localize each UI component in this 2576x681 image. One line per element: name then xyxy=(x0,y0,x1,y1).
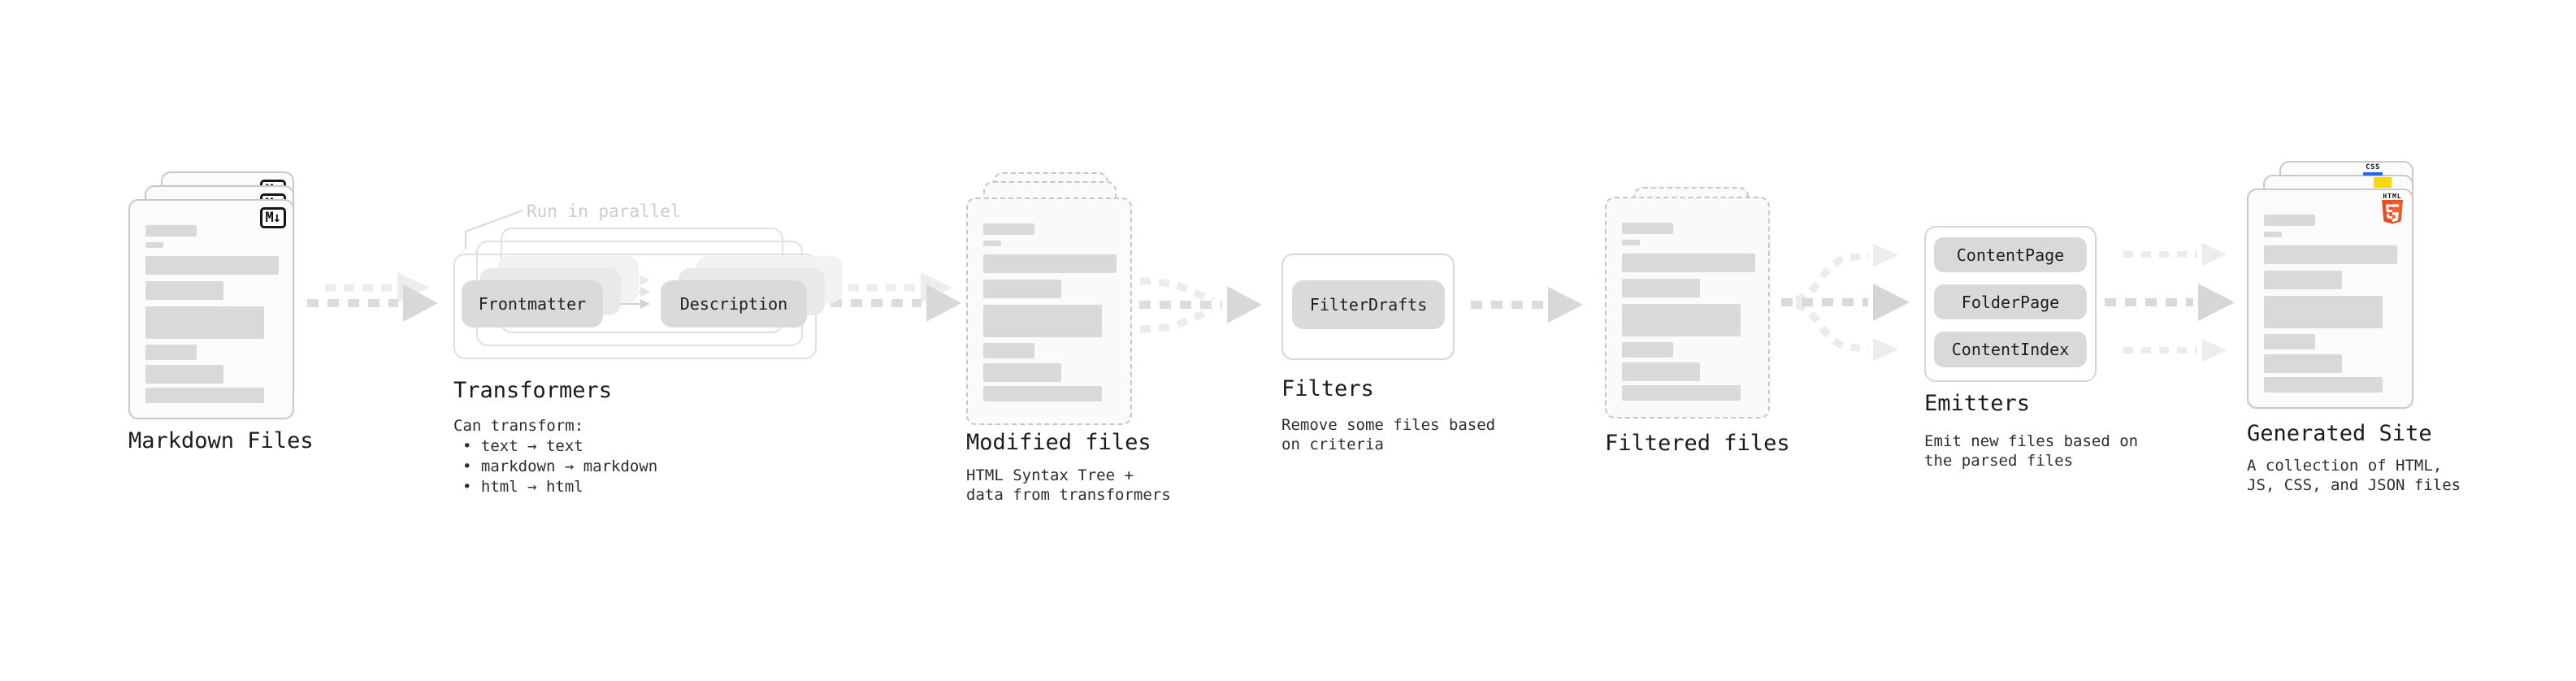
css-icon-bar xyxy=(2363,172,2383,176)
text-line-placeholder xyxy=(983,280,1061,298)
text-line-placeholder xyxy=(1622,385,1741,401)
emitters-label: Emitters xyxy=(1924,391,2031,416)
text-line-placeholder xyxy=(2264,271,2342,289)
text-line-placeholder xyxy=(1622,304,1741,336)
modified-files-description: HTML Syntax Tree + data from transformer… xyxy=(966,466,1171,505)
css-icon: CSS xyxy=(2363,164,2383,176)
modified-files-description-line: HTML Syntax Tree + xyxy=(966,466,1134,484)
text-line-placeholder xyxy=(2264,354,2342,373)
emitters-description: Emit new files based on the parsed files xyxy=(1924,432,2138,471)
filterdrafts-pill: FilterDrafts xyxy=(1292,280,1445,329)
modified-file-card-front xyxy=(966,197,1132,425)
contentindex-pill: ContentIndex xyxy=(1934,332,2087,367)
arrow-filters-to-filtered xyxy=(1471,287,1583,323)
text-line-placeholder xyxy=(983,254,1117,273)
text-line-placeholder xyxy=(1622,342,1673,358)
css-icon-text: CSS xyxy=(2366,163,2380,171)
text-line-placeholder xyxy=(145,345,197,360)
markdown-file-card-front: M↓ xyxy=(128,199,294,419)
transformers-label: Transformers xyxy=(453,378,613,403)
text-line-placeholder xyxy=(1622,240,1640,245)
text-line-placeholder xyxy=(145,281,223,300)
contentpage-pill: ContentPage xyxy=(1934,237,2087,272)
text-line-placeholder xyxy=(145,256,279,275)
text-line-placeholder xyxy=(2264,215,2315,226)
html5-icon-text: HTML xyxy=(2383,193,2402,200)
text-line-placeholder xyxy=(2264,377,2383,393)
text-line-placeholder xyxy=(983,223,1034,235)
note-connector-line xyxy=(465,210,523,249)
text-line-placeholder xyxy=(1622,254,1755,272)
frontmatter-pill: Frontmatter xyxy=(462,280,603,327)
generated-site-description-line: A collection of HTML, xyxy=(2247,457,2443,475)
description-pill: Description xyxy=(661,280,807,327)
text-line-placeholder xyxy=(145,306,264,339)
arrow-modified-to-filters xyxy=(1139,277,1262,333)
transform-bullet: • text → text xyxy=(462,437,583,455)
html5-shield xyxy=(2382,200,2403,224)
text-line-placeholder xyxy=(1622,279,1700,297)
modified-files-description-line: data from transformers xyxy=(966,486,1171,504)
transformers-description: Can transform: • text → text • markdown … xyxy=(453,416,657,497)
text-line-placeholder xyxy=(983,386,1102,401)
generated-site-description: A collection of HTML, JS, CSS, and JSON … xyxy=(2247,456,2461,495)
generated-site-label: Generated Site xyxy=(2247,421,2432,446)
text-line-placeholder xyxy=(983,343,1034,358)
text-line-placeholder xyxy=(145,225,197,236)
filtered-file-card-front xyxy=(1605,197,1770,419)
text-line-placeholder xyxy=(983,305,1102,337)
modified-files-label: Modified files xyxy=(966,430,1151,455)
generated-file-card-front: HTML xyxy=(2247,189,2413,409)
filters-description-line: Remove some files based xyxy=(1281,416,1496,434)
text-line-placeholder xyxy=(983,363,1061,382)
generated-site-description-line: JS, CSS, and JSON files xyxy=(2247,476,2461,494)
arrow-markdown-to-transformers xyxy=(307,272,438,322)
run-in-parallel-note: Run in parallel xyxy=(527,202,681,221)
text-line-placeholder xyxy=(145,388,264,403)
emitters-description-line: the parsed files xyxy=(1924,452,2074,470)
text-line-placeholder xyxy=(2264,232,2282,237)
transform-bullet: • html → html xyxy=(462,478,583,496)
transform-bullet: • markdown → markdown xyxy=(462,458,658,475)
text-line-placeholder xyxy=(1622,223,1673,234)
emitters-description-line: Emit new files based on xyxy=(1924,432,2139,450)
text-line-placeholder xyxy=(145,365,223,384)
text-line-placeholder xyxy=(145,242,163,248)
folderpage-pill: FolderPage xyxy=(1934,284,2087,319)
filters-description-line: on criteria xyxy=(1281,436,1384,453)
html5-icon: HTML xyxy=(2381,193,2404,228)
javascript-icon xyxy=(2374,177,2392,188)
text-line-placeholder xyxy=(2264,245,2397,264)
filters-description: Remove some files based on criteria xyxy=(1281,415,1495,454)
can-transform-heading: Can transform: xyxy=(453,417,584,435)
markdown-icon: M↓ xyxy=(259,207,286,228)
text-line-placeholder xyxy=(2264,334,2315,349)
filters-label: Filters xyxy=(1281,376,1374,401)
arrow-emitters-to-generated xyxy=(2105,243,2235,362)
text-line-placeholder xyxy=(1622,362,1700,381)
text-line-placeholder xyxy=(983,241,1001,246)
arrow-filtered-to-emitters xyxy=(1781,244,1910,361)
markdown-files-label: Markdown Files xyxy=(128,428,314,453)
filtered-files-label: Filtered files xyxy=(1605,431,1790,456)
arrow-transformers-to-modified xyxy=(830,272,961,322)
text-line-placeholder xyxy=(2264,296,2383,328)
